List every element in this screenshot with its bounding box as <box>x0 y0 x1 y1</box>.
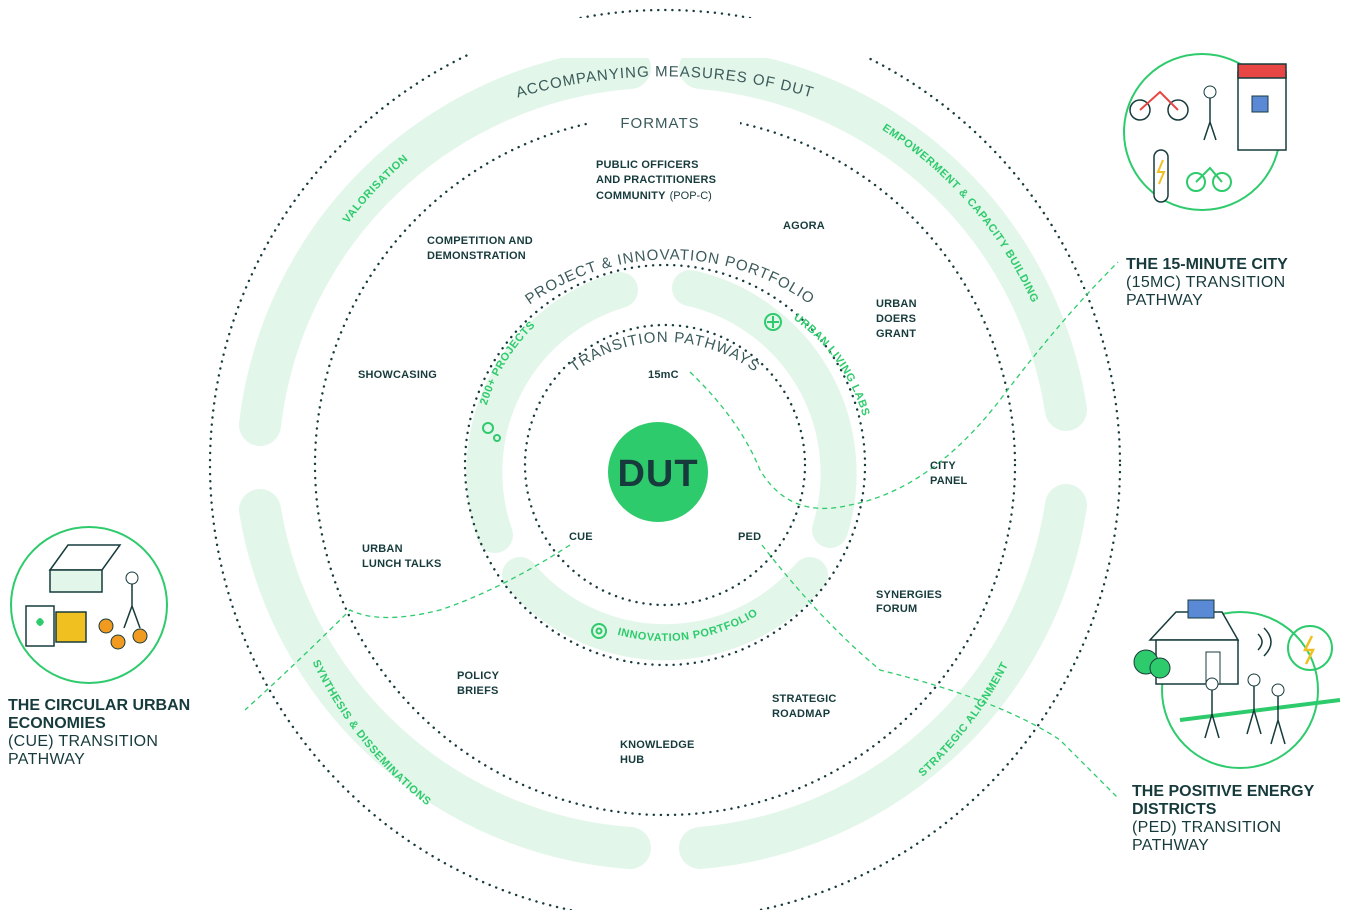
svg-text:STRATEGIC: STRATEGIC <box>772 693 837 705</box>
panel-15mc-title: THE 15-MINUTE CITY <box>1126 256 1288 273</box>
panel-cue-title2: ECONOMIES <box>8 715 106 732</box>
svg-text:COMPETITION AND: COMPETITION AND <box>427 235 533 247</box>
svg-text:LUNCH TALKS: LUNCH TALKS <box>362 558 442 570</box>
svg-text:ROADMAP: ROADMAP <box>772 708 830 720</box>
format-agora: AGORA <box>783 220 825 232</box>
panel-ped-sub1: (PED) TRANSITION <box>1132 819 1282 836</box>
ring-pathways <box>523 323 807 607</box>
svg-text:DOERS: DOERS <box>876 313 916 325</box>
outer-band <box>239 47 1087 869</box>
dut-logo-circle <box>608 422 708 522</box>
panel-ped-title2: DISTRICTS <box>1132 801 1217 818</box>
band-strategic <box>679 484 1087 869</box>
svg-text:SYNERGIES: SYNERGIES <box>876 589 942 601</box>
svg-text:POLICY: POLICY <box>457 670 500 682</box>
svg-text:CITY: CITY <box>930 460 956 472</box>
ring-title-formats: FORMATS <box>620 115 699 132</box>
svg-text:DEMONSTRATION: DEMONSTRATION <box>427 250 526 262</box>
gap-fmt <box>590 108 740 134</box>
band-valorisation <box>239 47 651 446</box>
svg-text:URBAN: URBAN <box>362 543 403 555</box>
format-lunch-talks: URBAN LUNCH TALKS <box>362 543 442 570</box>
band-empowerment <box>679 47 1087 431</box>
panel-ped-title1: THE POSITIVE ENERGY <box>1132 783 1315 800</box>
panel-cue: THE CIRCULAR URBAN ECONOMIES (CUE) TRANS… <box>8 697 190 769</box>
connector-ped <box>761 544 1119 799</box>
format-popc: PUBLIC OFFICERS AND PRACTITIONERS COMMUN… <box>596 159 716 202</box>
format-competition: COMPETITION AND DEMONSTRATION <box>427 235 533 262</box>
panel-ped: THE POSITIVE ENERGY DISTRICTS (PED) TRAN… <box>1132 783 1314 855</box>
band-innovation <box>502 557 828 661</box>
panel-15mc-sub2: PATHWAY <box>1126 292 1204 309</box>
format-showcasing: SHOWCASING <box>358 369 437 381</box>
svg-text:PANEL: PANEL <box>930 475 968 487</box>
band-projects <box>466 272 638 553</box>
band-living-labs <box>672 270 857 548</box>
panel-15mc: THE 15-MINUTE CITY (15MC) TRANSITION PAT… <box>1126 256 1288 310</box>
dut-logo: DUT <box>617 453 698 495</box>
svg-text:PUBLIC OFFICERS: PUBLIC OFFICERS <box>596 159 699 171</box>
label-strategic-alignment: STRATEGIC ALIGNMENT <box>917 660 1012 779</box>
svg-text:FORUM: FORUM <box>876 603 917 615</box>
format-city-panel: CITY PANEL <box>930 460 968 487</box>
band-synthesis <box>239 489 651 869</box>
panel-ped-sub2: PATHWAY <box>1132 837 1210 854</box>
format-synergies-forum: SYNERGIES FORUM <box>876 589 942 615</box>
svg-text:HUB: HUB <box>620 754 644 766</box>
portfolio-band <box>466 270 857 661</box>
panel-15mc-sub1: (15MC) TRANSITION <box>1126 274 1286 291</box>
svg-text:GRANT: GRANT <box>876 328 916 340</box>
format-knowledge-hub: KNOWLEDGE HUB <box>620 739 695 766</box>
15mc-illustration <box>1123 53 1287 211</box>
projects-icon <box>482 422 501 442</box>
gap-acc <box>470 18 870 58</box>
ring-accompanying <box>208 8 1122 910</box>
svg-text:KNOWLEDGE: KNOWLEDGE <box>620 739 695 751</box>
living-labs-icon <box>764 313 782 331</box>
ring-formats <box>313 113 1017 817</box>
cue-illustration <box>10 526 168 684</box>
ped-illustration <box>1133 599 1341 769</box>
format-urban-doers-grant: URBAN DOERS GRANT <box>876 298 917 340</box>
svg-text:COMMUNITY(POP-C): COMMUNITY(POP-C) <box>596 190 712 202</box>
format-policy-briefs: POLICY BRIEFS <box>457 670 500 697</box>
connector-15mc <box>689 261 1119 509</box>
svg-text:URBAN: URBAN <box>876 298 917 310</box>
panel-cue-title1: THE CIRCULAR URBAN <box>8 697 191 714</box>
pathway-ped: PED <box>738 531 761 543</box>
panel-cue-sub1: (CUE) TRANSITION <box>8 733 159 750</box>
pathway-cue: CUE <box>569 531 593 543</box>
innovation-icon <box>591 623 607 639</box>
panel-cue-sub2: PATHWAY <box>8 751 86 768</box>
svg-text:BRIEFS: BRIEFS <box>457 685 499 697</box>
ring-portfolio <box>463 263 867 667</box>
connector-cue <box>244 544 571 711</box>
format-strategic-roadmap: STRATEGIC ROADMAP <box>772 693 837 720</box>
pathway-15mc: 15mC <box>648 369 679 381</box>
svg-text:AND PRACTITIONERS: AND PRACTITIONERS <box>596 174 716 186</box>
